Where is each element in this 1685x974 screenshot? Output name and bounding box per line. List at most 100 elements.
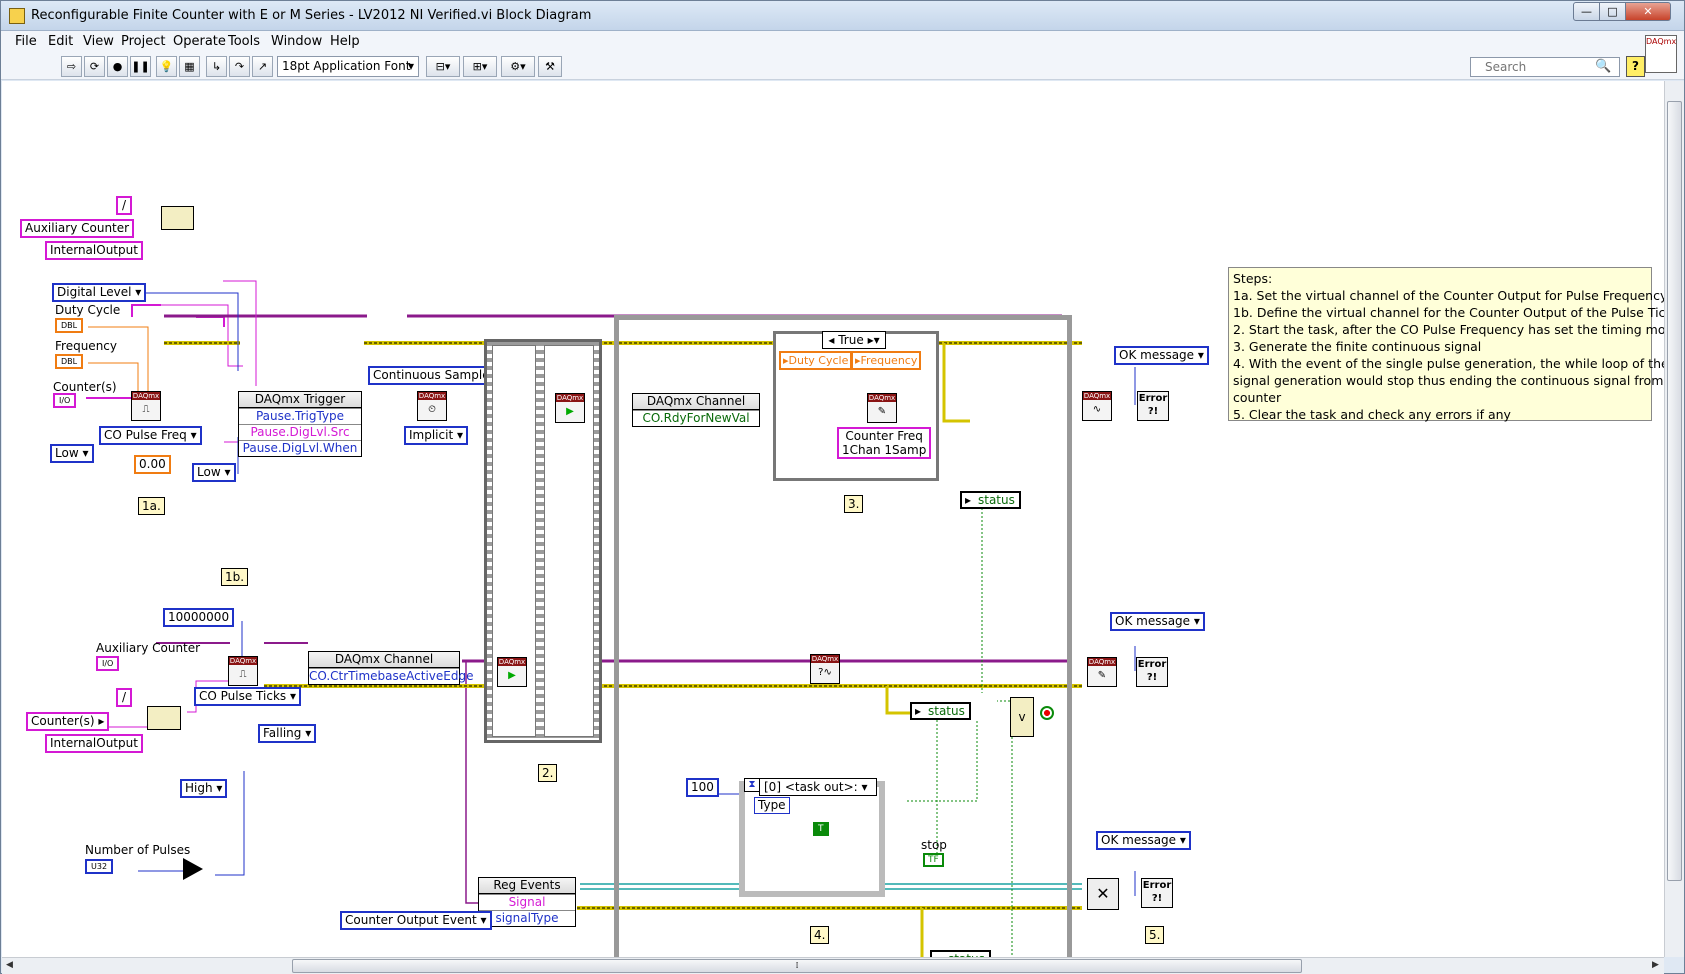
dig-level-when-low-constant[interactable]: Low ▾	[192, 463, 236, 482]
context-help-button[interactable]: ?	[1626, 56, 1645, 77]
maximize-button[interactable]: □	[1599, 2, 1626, 21]
channel-row-ctrtimebaseactiveedge[interactable]: CO.CtrTimebaseActiveEdge	[309, 668, 474, 683]
status-unbundle-3[interactable]: status	[930, 950, 991, 957]
menu-edit[interactable]: Edit	[48, 34, 74, 49]
run-continuously-icon[interactable]: ⟳	[84, 56, 105, 77]
duty-cycle-property[interactable]: ▸Duty Cycle	[779, 351, 853, 370]
unregister-events-icon[interactable]: ✕	[1087, 878, 1119, 910]
counters-control[interactable]: I/O	[53, 393, 77, 408]
event-structure[interactable]	[739, 781, 885, 897]
menu-window[interactable]: Window	[271, 34, 323, 49]
number-of-pulses-control[interactable]: U32	[85, 859, 114, 874]
scroll-left-icon[interactable]: ◀	[6, 960, 13, 970]
channel-row-rdyfornewval[interactable]: CO.RdyForNewVal	[633, 410, 759, 426]
ok-message-selector-1[interactable]: OK message ▾	[1114, 346, 1209, 365]
digital-level-constant[interactable]: Digital Level ▾	[52, 283, 147, 302]
block-diagram-canvas[interactable]: / Auxiliary Counter InternalOutput Digit…	[2, 81, 1664, 957]
daqmx-create-channel-vi[interactable]: DAQmx⎍	[131, 391, 161, 421]
timebase-rate-constant[interactable]: 10000000	[163, 608, 235, 627]
event-case-selector[interactable]: [0] <task out>: ▾	[759, 778, 877, 796]
co-pulse-freq-selector[interactable]: CO Pulse Freq ▾	[99, 426, 202, 445]
menu-file[interactable]: File	[15, 34, 37, 49]
menu-help[interactable]: Help	[330, 34, 360, 49]
auxiliary-counter-constant[interactable]: Auxiliary Counter	[20, 219, 135, 238]
daqmx-trigger-property-node[interactable]: DAQmx Trigger Pause.TrigType Pause.DigLv…	[238, 391, 362, 457]
idle-state-low-constant[interactable]: Low ▾	[50, 444, 94, 463]
retain-wire-values-icon[interactable]: ▦	[179, 56, 200, 77]
counters-constant[interactable]: Counter(s) ▸	[26, 712, 110, 731]
build-path-node[interactable]	[147, 706, 181, 730]
minimize-button[interactable]: —	[1573, 2, 1600, 21]
status-unbundle-2[interactable]: status	[910, 702, 971, 720]
horizontal-scrollbar[interactable]: ◀ ⁞ ▶	[2, 957, 1664, 974]
step-over-icon[interactable]: ↷	[229, 56, 250, 77]
abort-icon[interactable]: ●	[107, 56, 128, 77]
step-into-icon[interactable]: ↳	[206, 56, 227, 77]
daqmx-write-vi[interactable]: DAQmx✎	[867, 393, 897, 423]
distribute-objects-icon[interactable]: ⊞▾	[463, 56, 497, 77]
auxiliary-counter-control[interactable]: I/O	[96, 656, 120, 671]
frequency-control[interactable]: DBL	[55, 354, 84, 369]
ok-message-selector-3[interactable]: OK message ▾	[1096, 831, 1191, 850]
pause-icon[interactable]: ❚❚	[130, 56, 151, 77]
menu-project[interactable]: Project	[121, 34, 166, 49]
increment-function-icon[interactable]	[183, 858, 203, 880]
implicit-timing-selector[interactable]: Implicit ▾	[404, 426, 469, 445]
timeout-constant[interactable]: 100	[686, 778, 719, 797]
register-events-node[interactable]: Reg Events Signal signalType	[478, 877, 576, 927]
scroll-right-icon[interactable]: ▶	[1652, 960, 1659, 970]
daqmx-start-task-vi[interactable]: DAQmx▶	[497, 657, 527, 687]
initial-delay-constant[interactable]: 0.00	[134, 455, 171, 474]
ok-message-selector-2[interactable]: OK message ▾	[1110, 612, 1205, 631]
internal-output-constant[interactable]: InternalOutput	[45, 241, 143, 260]
daqmx-create-channel-ticks-vi[interactable]: DAQmx⎍	[228, 656, 258, 686]
horizontal-scroll-thumb[interactable]: ⁞	[292, 959, 1302, 973]
simple-error-handler-1[interactable]: Error ?!	[1137, 391, 1169, 421]
while-loop-structure[interactable]	[614, 315, 1072, 957]
stop-button-terminal[interactable]: TF	[923, 853, 944, 867]
stop-condition-icon[interactable]	[1040, 706, 1054, 720]
daqmx-channel-property-node-top[interactable]: DAQmx Channel CO.RdyForNewVal	[632, 393, 760, 427]
or-compound-node[interactable]: v	[1010, 697, 1034, 737]
frequency-property[interactable]: ▸Frequency	[851, 351, 922, 370]
daqmx-clear-task-vi[interactable]: DAQmx∿	[1082, 391, 1112, 421]
search-input[interactable]	[1470, 57, 1620, 77]
co-pulse-ticks-selector[interactable]: CO Pulse Ticks ▾	[194, 687, 302, 706]
build-path-node[interactable]	[161, 206, 194, 230]
true-constant[interactable]: T	[813, 822, 829, 836]
case-selector[interactable]: ◂ True ▸▾	[822, 331, 886, 349]
idle-state-high-selector[interactable]: High ▾	[180, 779, 228, 798]
run-arrow-icon[interactable]: ⇨	[61, 56, 82, 77]
continuous-samples-constant[interactable]: Continuous Samples	[368, 366, 501, 385]
reg-events-row-signaltype[interactable]: signalType	[479, 910, 575, 926]
daqmx-clear-task-vi[interactable]: DAQmx✎	[1087, 657, 1117, 687]
path-separator-constant[interactable]: /	[116, 688, 132, 707]
simple-error-handler-3[interactable]: Error ?!	[1141, 878, 1173, 908]
clean-up-diagram-icon[interactable]: ⚒	[538, 56, 562, 77]
simple-error-handler-2[interactable]: Error ?!	[1136, 657, 1168, 687]
daqmx-start-task-vi[interactable]: DAQmx▶	[555, 393, 585, 423]
daqmx-timing-vi[interactable]: DAQmx⏲	[417, 391, 447, 421]
internal-output-constant[interactable]: InternalOutput	[45, 734, 143, 753]
trigger-row-diglvl-when[interactable]: Pause.DigLvl.When	[239, 440, 361, 456]
falling-edge-selector[interactable]: Falling ▾	[258, 724, 317, 743]
counter-output-event-selector[interactable]: Counter Output Event ▾	[340, 911, 492, 930]
highlight-execution-icon[interactable]: 💡	[156, 56, 177, 77]
daqmx-channel-property-node-mid[interactable]: DAQmx Channel CO.CtrTimebaseActiveEdge	[308, 651, 474, 685]
status-unbundle-1[interactable]: status	[960, 491, 1021, 509]
search-icon[interactable]: 🔍	[1595, 59, 1612, 74]
daqmx-is-task-done-vi[interactable]: DAQmx?∿	[810, 654, 840, 684]
reg-events-row-signal[interactable]: Signal	[479, 894, 575, 910]
step-out-icon[interactable]: ↗	[252, 56, 273, 77]
close-button[interactable]: ✕	[1625, 2, 1671, 21]
duty-cycle-control[interactable]: DBL	[55, 318, 84, 333]
trigger-row-trigtype[interactable]: Pause.TrigType	[239, 408, 361, 424]
path-separator-constant[interactable]: /	[116, 196, 132, 215]
align-objects-icon[interactable]: ⊟▾	[426, 56, 460, 77]
reorder-icon[interactable]: ⚙▾	[501, 56, 535, 77]
vertical-scrollbar[interactable]	[1664, 81, 1684, 957]
event-data-type-node[interactable]: Type	[754, 797, 790, 814]
trigger-row-diglvl-src[interactable]: Pause.DigLvl.Src	[239, 424, 361, 440]
menu-view[interactable]: View	[83, 34, 114, 49]
